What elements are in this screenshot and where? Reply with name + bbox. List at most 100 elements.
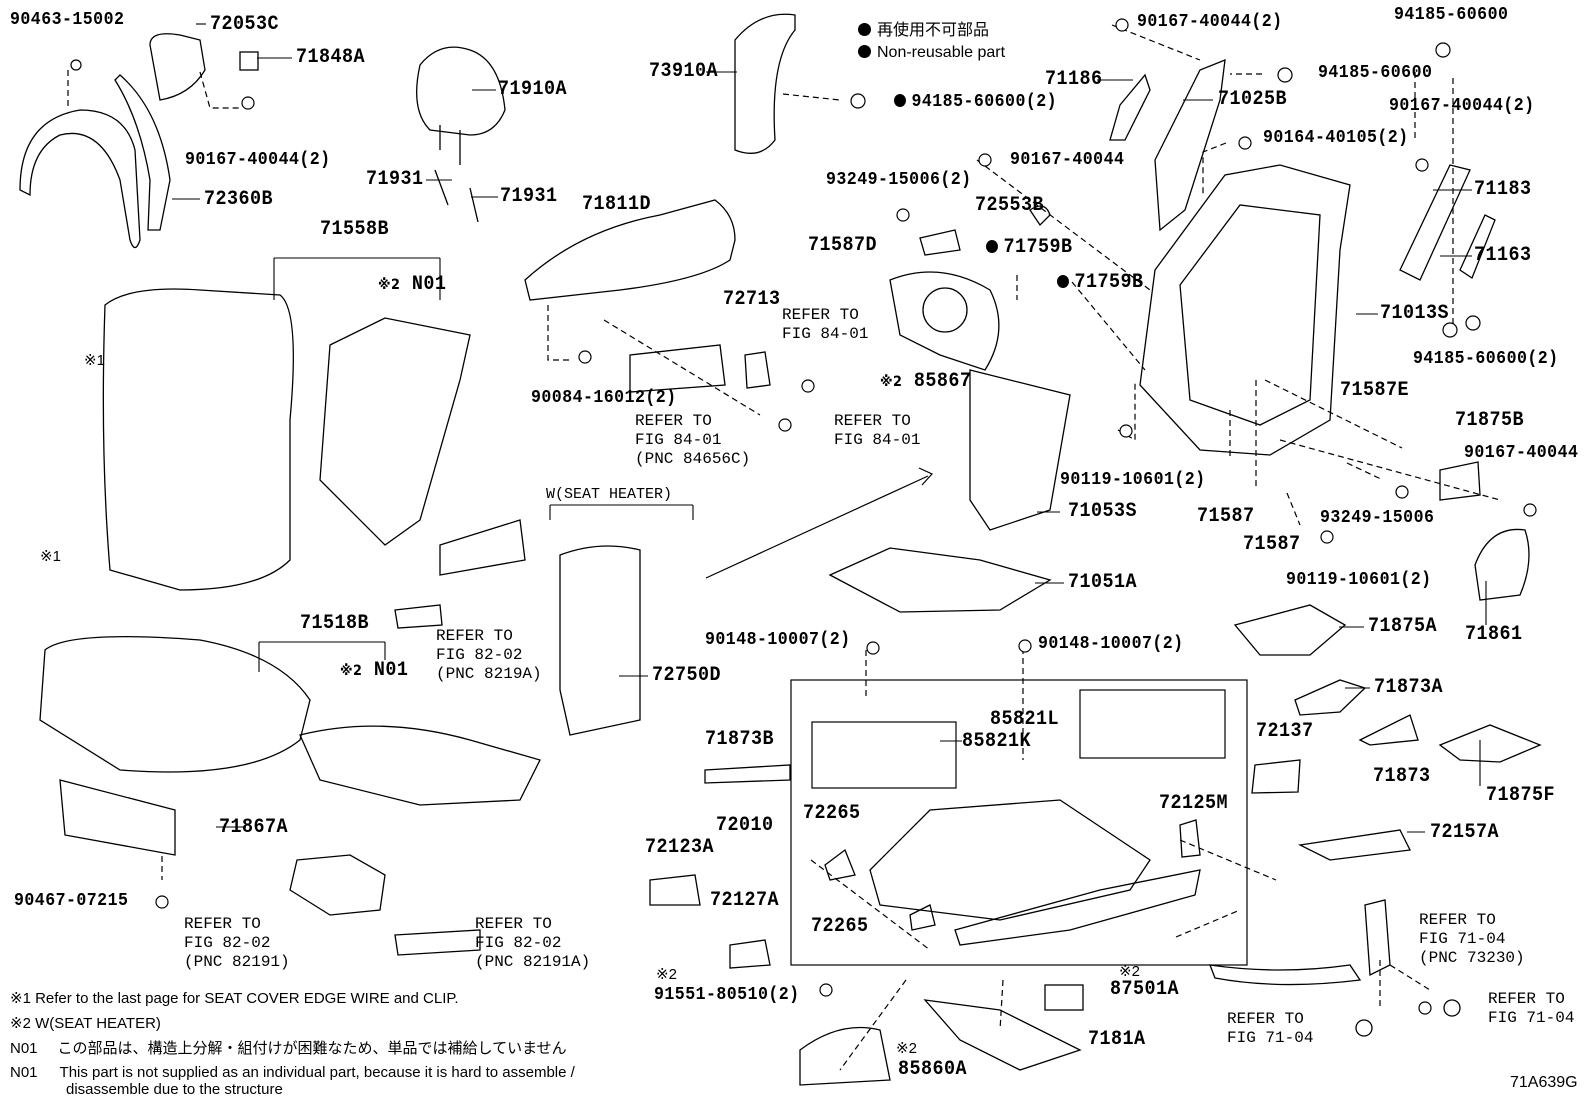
part-label: 72360B xyxy=(204,188,274,211)
part-label: 71848A xyxy=(296,46,366,69)
part-label: 71163 xyxy=(1474,244,1532,267)
part-label: 71759B xyxy=(986,238,1072,258)
part-label: 71867A xyxy=(219,816,289,839)
arrow xyxy=(705,467,933,579)
part-label: 72713 xyxy=(723,288,781,311)
part-label: 85821K xyxy=(962,730,1032,753)
part-label: 71873A xyxy=(1374,676,1444,699)
part-label: 85860A xyxy=(898,1058,968,1081)
part-label: 71587D xyxy=(808,234,878,257)
non-reusable-dot-icon xyxy=(858,23,871,36)
part-label: 87501A xyxy=(1110,978,1180,1001)
part-label: 71518B xyxy=(300,612,370,635)
part-label: 71931 xyxy=(500,185,558,208)
part-label: 90119-10601(2) xyxy=(1060,470,1206,490)
part-label: 90084-16012(2) xyxy=(531,388,677,408)
footnote-n01-en-cont: disassemble due to the structure xyxy=(66,1081,283,1098)
part-label: 91551-80510(2) xyxy=(654,985,800,1005)
part-label: 90467-07215 xyxy=(14,891,129,911)
part-label: 93249-15006(2) xyxy=(826,170,972,190)
footnote-1: ※1 Refer to the last page for SEAT COVER… xyxy=(10,990,459,1007)
mark-x2: ※2 xyxy=(896,1040,917,1057)
seat-heater-group-label: W(SEAT HEATER) xyxy=(546,486,673,503)
part-label: 71875F xyxy=(1486,784,1556,807)
footnote-2: ※2 W(SEAT HEATER) xyxy=(10,1015,161,1032)
mark-x2: ※2 xyxy=(1119,963,1140,980)
part-label: 71558B xyxy=(320,218,390,241)
part-label: ※2 N01 xyxy=(340,659,409,682)
part-label: 71910A xyxy=(498,78,568,101)
motor-detail-box-l xyxy=(1079,689,1226,759)
part-label: 72265 xyxy=(811,915,869,938)
part-label: 90164-40105(2) xyxy=(1263,128,1409,148)
part-label: 90148-10007(2) xyxy=(705,630,851,650)
non-reusable-dot-icon xyxy=(858,45,871,58)
figure-id: 71A639G xyxy=(1510,1074,1578,1091)
part-label: 72010 xyxy=(716,814,774,837)
legend-non-reusable-jp: 再使用不可部品 xyxy=(858,16,989,40)
non-reusable-dot-icon xyxy=(894,94,906,107)
seat-adjuster-frame xyxy=(790,679,1248,966)
part-label: 71811D xyxy=(582,193,652,216)
part-label: 90119-10601(2) xyxy=(1286,570,1432,590)
part-label: 71053S xyxy=(1068,500,1138,523)
part-label: 71587 xyxy=(1243,533,1301,556)
part-label: 90167-40044 xyxy=(1010,150,1125,170)
part-label: ※2 N01 xyxy=(378,273,447,296)
part-label: 71873B xyxy=(705,728,775,751)
part-label: 90167-40044 xyxy=(1464,443,1579,463)
part-label: 71183 xyxy=(1474,178,1532,201)
part-label: 72157A xyxy=(1430,821,1500,844)
motor-detail-box-k xyxy=(811,721,957,789)
part-label: 90148-10007(2) xyxy=(1038,634,1184,654)
mark-x1: ※1 xyxy=(40,548,61,565)
part-label: 73910A xyxy=(649,60,719,83)
part-label: 72137 xyxy=(1256,720,1314,743)
mark-x1: ※1 xyxy=(84,352,105,369)
part-label: 71861 xyxy=(1465,623,1523,646)
part-label: 94185-60600(2) xyxy=(894,92,1057,112)
legend-non-reusable-en: Non-reusable part xyxy=(858,44,1005,62)
part-label: 7181A xyxy=(1088,1028,1146,1051)
mark-x2: ※2 xyxy=(656,966,677,983)
part-shapes xyxy=(19,13,1542,1086)
part-label: 90167-40044(2) xyxy=(185,150,331,170)
part-label: 90463-15002 xyxy=(10,10,125,30)
part-label: 94185-60600 xyxy=(1394,5,1509,25)
part-label: 71587 xyxy=(1197,505,1255,528)
part-label: ※2 85867 xyxy=(880,370,972,393)
part-label: 93249-15006 xyxy=(1320,508,1435,528)
part-label: 72125M xyxy=(1159,792,1229,815)
part-label: 71759B xyxy=(1057,273,1143,293)
part-label: 71051A xyxy=(1068,571,1138,594)
part-label: 71873 xyxy=(1373,765,1431,788)
part-label: 71025B xyxy=(1218,88,1288,111)
part-label: 72750D xyxy=(652,664,722,687)
part-label: 71875A xyxy=(1368,615,1438,638)
part-label: 90167-40044(2) xyxy=(1137,12,1283,32)
part-label: 71013S xyxy=(1380,302,1450,325)
part-label: 94185-60600(2) xyxy=(1413,349,1559,369)
part-label: 72265 xyxy=(803,802,861,825)
part-label: 71186 xyxy=(1045,68,1103,91)
non-reusable-dot-icon xyxy=(1057,275,1069,288)
part-label: 85821L xyxy=(990,708,1060,731)
part-label: 94185-60600 xyxy=(1318,63,1433,83)
part-label: 90167-40044(2) xyxy=(1389,96,1535,116)
part-label: 72553B xyxy=(975,194,1045,217)
part-label: 71875B xyxy=(1455,409,1525,432)
part-label: 71587E xyxy=(1340,379,1410,402)
